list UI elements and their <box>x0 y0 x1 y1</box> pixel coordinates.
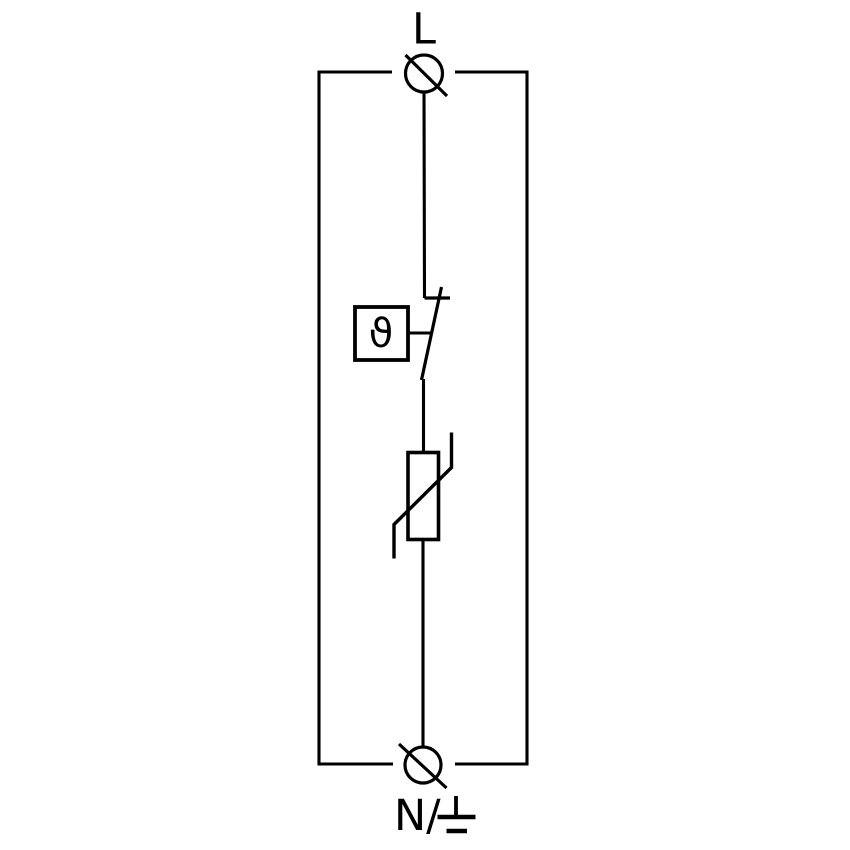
earth-icon <box>437 796 476 834</box>
thermal-disconnector-label: ϑ <box>369 311 394 357</box>
terminal-slash-bottom <box>397 742 448 790</box>
terminal-circle-bottom <box>403 745 443 785</box>
enclosure-right-side <box>455 70 529 766</box>
top-terminal-label: L <box>412 5 436 55</box>
terminal-icon-bottom <box>397 742 448 790</box>
enclosure-outline <box>317 70 529 766</box>
terminal-slash-top <box>404 53 449 98</box>
wire-top <box>422 91 427 299</box>
bottom-terminal-label-group: N/ <box>394 791 476 841</box>
enclosure-left-side <box>317 70 393 766</box>
varistor-diagonal <box>392 432 454 559</box>
bottom-terminal-label: N/ <box>394 791 441 841</box>
terminal-icon-top <box>403 53 449 98</box>
thermal-disconnector: ϑ <box>353 305 432 362</box>
